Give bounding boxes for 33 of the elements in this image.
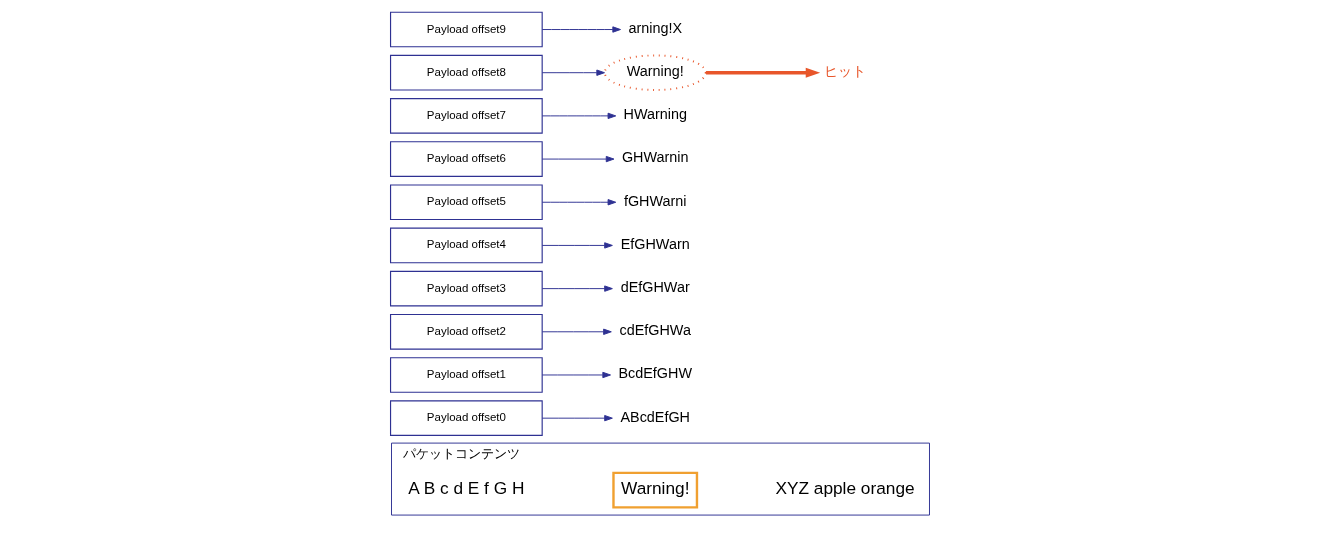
- node-box: Payload offset8: [390, 54, 543, 91]
- arrow: [541, 285, 613, 292]
- node-text: fGHWarni: [623, 192, 687, 209]
- node-box: Payload offset1: [390, 357, 543, 393]
- node-text: dEfGHWar: [620, 278, 690, 295]
- node-text: cdEfGHWa: [619, 322, 691, 339]
- node-box: Payload offset0: [390, 400, 543, 436]
- node-box: Payload offset6: [390, 141, 543, 177]
- arrow: [541, 415, 613, 422]
- node-box: Warning!: [612, 471, 699, 509]
- arrow: [541, 328, 612, 335]
- node-text: ABcdEfGH: [620, 408, 690, 425]
- arrow: [541, 112, 617, 120]
- arrow: [706, 67, 821, 78]
- node-text: GHWarnin: [621, 149, 689, 166]
- node-text: EfGHWarn: [620, 235, 690, 252]
- arrow: [541, 199, 617, 206]
- node-box: Payload offset2: [390, 313, 543, 350]
- node-text: HWarning: [623, 106, 687, 123]
- node-box: Payload offset3: [390, 270, 543, 307]
- node-text: arning!X: [628, 19, 682, 36]
- arrow: [541, 155, 615, 163]
- node-box: Payload offset4: [390, 227, 543, 264]
- node-box: Payload offset7: [390, 98, 543, 134]
- node-text: BcdEfGHW: [618, 365, 692, 382]
- node-box: Payload offset5: [390, 184, 543, 221]
- arrow: [541, 371, 611, 379]
- arrow: [541, 242, 613, 249]
- node-text: ヒット: [824, 63, 867, 80]
- node-box: Payload offset9: [390, 11, 543, 48]
- node-ellipse: Warning!: [603, 54, 707, 91]
- arrow: [541, 69, 605, 76]
- arrow: [541, 26, 621, 33]
